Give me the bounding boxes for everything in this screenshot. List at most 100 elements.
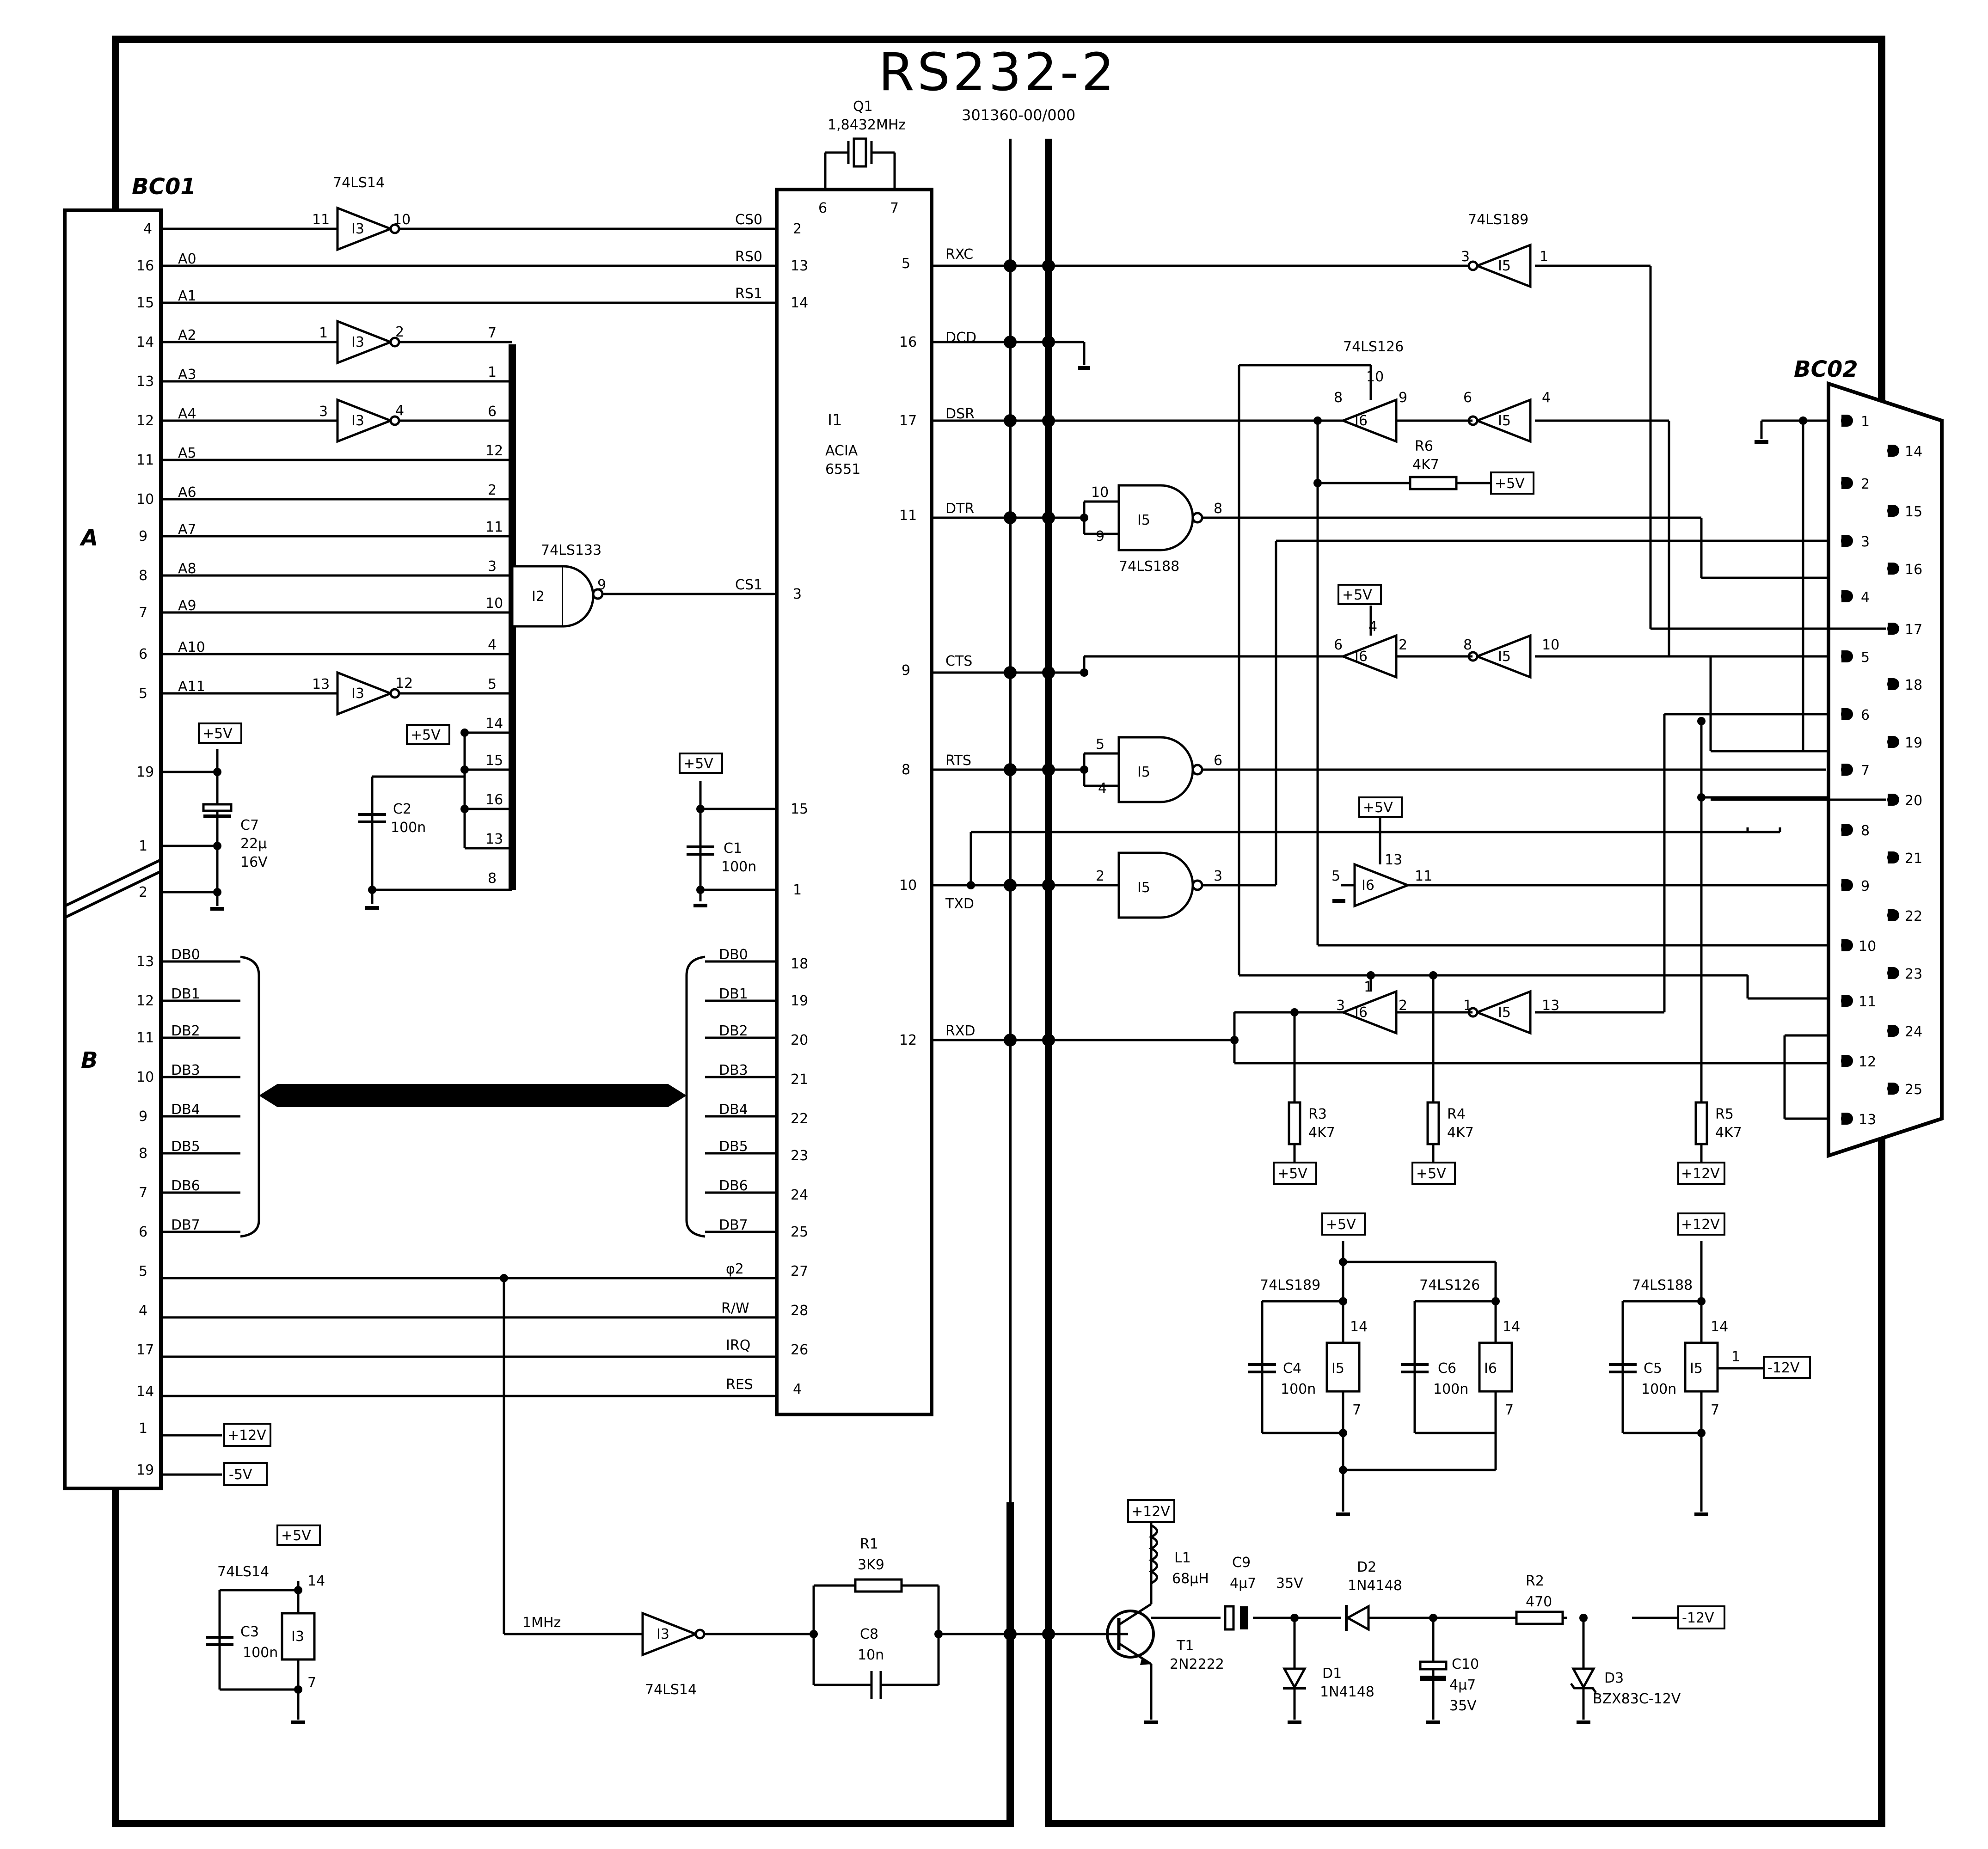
nand-74ls133: I2 74LS133 9 xyxy=(511,542,606,628)
svg-text:13: 13 xyxy=(791,258,808,274)
svg-text:3: 3 xyxy=(319,404,328,420)
c2-label: C2 100n xyxy=(391,801,426,836)
svg-text:2: 2 xyxy=(1399,998,1407,1014)
svg-text:I5: I5 xyxy=(1331,1360,1344,1377)
svg-text:10: 10 xyxy=(393,212,411,228)
svg-text:C9: C9 xyxy=(1232,1555,1251,1571)
svg-text:I5: I5 xyxy=(1690,1360,1703,1377)
svg-text:5: 5 xyxy=(488,676,497,692)
svg-text:I3: I3 xyxy=(351,221,364,237)
pin-number: 6 xyxy=(139,646,147,662)
svg-text:C1: C1 xyxy=(724,840,742,857)
psu-tag-m5v: -5V xyxy=(223,1462,268,1486)
svg-text:I2: I2 xyxy=(532,588,545,605)
svg-text:1: 1 xyxy=(793,882,802,898)
svg-text:35V: 35V xyxy=(1276,1575,1303,1592)
psu-tag-12v-bc01: +12V xyxy=(223,1423,271,1447)
svg-text:4K7: 4K7 xyxy=(1715,1125,1742,1141)
bc01-label: BC01 xyxy=(132,174,196,200)
svg-text:CS0: CS0 xyxy=(735,212,762,228)
svg-text:3: 3 xyxy=(1214,868,1222,884)
pin-number: 9 xyxy=(139,528,147,545)
addr-label: A10 xyxy=(178,639,205,655)
pin-number: 8 xyxy=(139,568,147,584)
pin-number: 14 xyxy=(136,334,154,350)
svg-text:74LS14: 74LS14 xyxy=(645,1682,697,1698)
svg-text:2: 2 xyxy=(793,221,802,237)
svg-text:13: 13 xyxy=(312,676,330,692)
psu-tag-m12v-out: -12V xyxy=(1677,1605,1725,1629)
crystal-q1 xyxy=(824,137,896,190)
c9-label: C9 4µ7 35V xyxy=(1230,1555,1303,1592)
svg-text:3: 3 xyxy=(1861,534,1870,550)
bc01-a-pins: 4 16 15 14 13 12 11 10 9 8 7 6 5 19 1 2 xyxy=(136,221,154,900)
svg-text:11: 11 xyxy=(1415,868,1432,884)
r3-label: R3 4K7 xyxy=(1308,1106,1335,1141)
svg-text:4: 4 xyxy=(793,1381,802,1397)
svg-text:24: 24 xyxy=(1905,1024,1922,1040)
svg-text:7: 7 xyxy=(488,325,497,341)
svg-text:19: 19 xyxy=(791,993,808,1009)
address-lines xyxy=(161,227,777,695)
svg-text:RXC: RXC xyxy=(945,246,973,263)
svg-text:7: 7 xyxy=(307,1675,316,1691)
svg-text:74LS126: 74LS126 xyxy=(1419,1277,1480,1293)
psu-tag-5v-b: +5V xyxy=(198,722,242,744)
svg-text:4: 4 xyxy=(395,403,404,419)
svg-text:4µ7: 4µ7 xyxy=(1449,1677,1476,1693)
svg-text:74LS133: 74LS133 xyxy=(541,542,601,558)
svg-text:74LS126: 74LS126 xyxy=(1343,339,1404,355)
addr-label: A6 xyxy=(178,484,196,501)
svg-text:DB7: DB7 xyxy=(171,1217,200,1233)
svg-text:DB0: DB0 xyxy=(719,947,748,963)
pin-number: 15 xyxy=(136,295,154,311)
svg-text:DB3: DB3 xyxy=(719,1062,748,1078)
svg-text:3: 3 xyxy=(793,586,802,602)
svg-text:2: 2 xyxy=(1399,637,1407,653)
bc01-connector: BC01 A B xyxy=(63,174,196,1490)
svg-text:8: 8 xyxy=(1214,501,1222,517)
svg-text:1: 1 xyxy=(1463,998,1472,1014)
svg-text:4µ7: 4µ7 xyxy=(1230,1575,1256,1592)
pin-number: 13 xyxy=(136,954,154,970)
svg-text:I5: I5 xyxy=(1137,764,1150,780)
svg-text:3: 3 xyxy=(1336,998,1345,1014)
svg-text:C2: C2 xyxy=(393,801,411,817)
svg-text:+5V: +5V xyxy=(202,726,233,742)
svg-text:74LS188: 74LS188 xyxy=(1632,1277,1693,1293)
svg-text:22: 22 xyxy=(791,1111,808,1127)
bc01-section-b: B xyxy=(81,1047,98,1073)
addr-label: A3 xyxy=(178,367,196,383)
svg-text:6: 6 xyxy=(818,200,827,216)
svg-text:C4: C4 xyxy=(1283,1360,1301,1377)
svg-text:4K7: 4K7 xyxy=(1447,1125,1474,1141)
svg-text:DB1: DB1 xyxy=(171,986,200,1002)
svg-text:I5: I5 xyxy=(1137,512,1150,528)
svg-text:+5V: +5V xyxy=(281,1528,311,1544)
svg-text:14: 14 xyxy=(1905,444,1922,460)
svg-text:10: 10 xyxy=(485,595,503,612)
svg-text:CS1: CS1 xyxy=(735,577,762,593)
svg-text:4K7: 4K7 xyxy=(1412,457,1439,473)
bc02-pin-numbers-left: 1 2 3 4 5 6 7 8 9 10 11 12 13 xyxy=(1859,414,1876,1128)
svg-text:-5V: -5V xyxy=(229,1467,252,1483)
svg-text:R3: R3 xyxy=(1308,1106,1327,1122)
svg-text:I5: I5 xyxy=(1498,1004,1511,1021)
d3-label: D3 BZX83C-12V xyxy=(1593,1670,1681,1707)
svg-text:100n: 100n xyxy=(391,820,426,836)
psu-tag-5v-r3: +5V xyxy=(1273,1162,1317,1185)
svg-text:I5: I5 xyxy=(1498,649,1511,665)
svg-text:11: 11 xyxy=(485,519,503,535)
svg-text:4: 4 xyxy=(1098,780,1107,796)
svg-text:I1: I1 xyxy=(828,411,842,429)
svg-text:I3: I3 xyxy=(657,1626,669,1642)
psu-tag-5v-txd: +5V xyxy=(1358,796,1403,818)
svg-text:10n: 10n xyxy=(858,1647,884,1663)
addr-label: A8 xyxy=(178,561,196,577)
svg-text:L1: L1 xyxy=(1174,1550,1191,1566)
svg-text:ACIA: ACIA xyxy=(825,443,858,459)
svg-text:D1: D1 xyxy=(1322,1665,1342,1682)
svg-text:5: 5 xyxy=(1096,736,1104,753)
svg-text:I3: I3 xyxy=(351,413,364,429)
svg-text:I6: I6 xyxy=(1355,1004,1368,1021)
